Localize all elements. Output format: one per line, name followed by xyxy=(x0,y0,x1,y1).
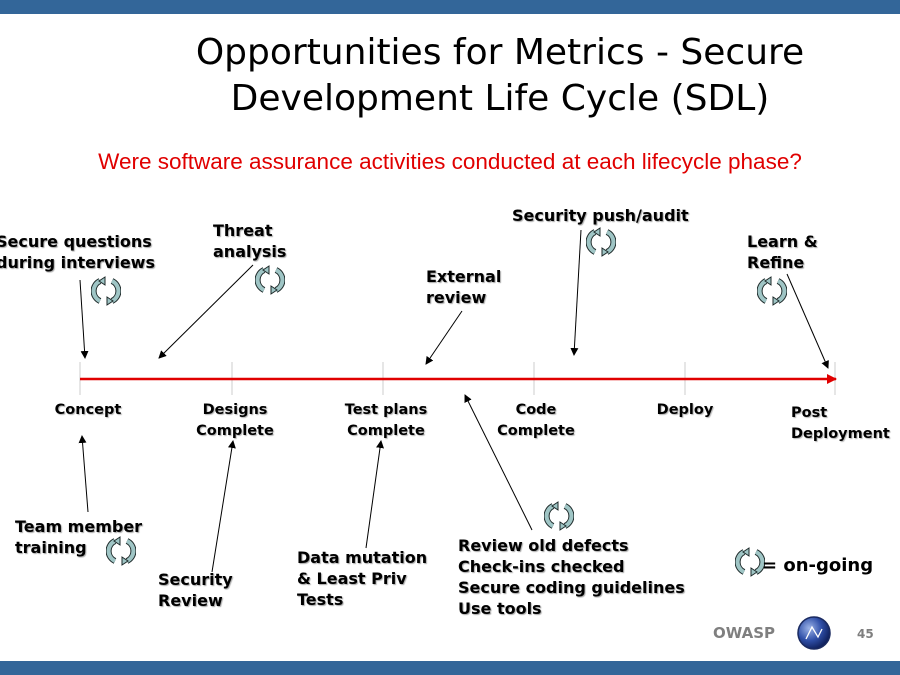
label-line: training xyxy=(15,538,87,557)
phase-line: Complete xyxy=(196,423,274,439)
label-secure-questions: Secure questions during interviews xyxy=(0,231,155,273)
label-line: Threat xyxy=(213,221,273,240)
legend-cycle-icon xyxy=(734,546,766,578)
label-line: Data mutation xyxy=(297,548,428,567)
label-line: Security push/audit xyxy=(512,206,689,225)
slide-title-line1: Opportunities for Metrics - Secure xyxy=(195,32,805,73)
arrow-review-defects xyxy=(464,394,533,531)
phase-deploy: Deploy xyxy=(635,400,735,421)
cycle-icon xyxy=(90,275,122,307)
label-line: & Least Priv xyxy=(297,569,407,588)
label-line: Check-ins checked xyxy=(458,557,625,576)
top-band xyxy=(0,0,900,14)
phase-line: Designs xyxy=(202,402,268,418)
phase-post-deployment: Post Deployment xyxy=(791,403,890,445)
phase-line: Complete xyxy=(497,423,575,439)
legend-text: = on-going xyxy=(762,555,874,576)
cycle-icon xyxy=(543,500,575,532)
label-line: Use tools xyxy=(458,599,542,618)
label-security-review: Security Review xyxy=(158,569,233,611)
arrow-security-review xyxy=(211,440,236,573)
page-number: 45 xyxy=(857,627,874,641)
label-line: review xyxy=(426,288,487,307)
slide-title: Opportunities for Metrics - Secure Devel… xyxy=(150,30,850,122)
label-security-push: Security push/audit xyxy=(512,205,689,226)
phase-line: Concept xyxy=(54,402,122,418)
phase-test-plans-complete: Test plans Complete xyxy=(331,400,441,442)
owasp-brand: OWASP xyxy=(713,624,776,642)
phase-line: Post xyxy=(791,405,828,421)
phase-line: Complete xyxy=(347,423,425,439)
phase-line: Deployment xyxy=(791,426,890,442)
phase-line: Code xyxy=(515,402,557,418)
arrow-threat-analysis xyxy=(158,264,254,359)
arrow-learn-refine xyxy=(786,273,829,369)
slide-title-line2: Development Life Cycle (SDL) xyxy=(230,78,770,119)
phase-concept: Concept xyxy=(38,400,138,421)
label-line: Learn & xyxy=(747,232,818,251)
label-line: Review xyxy=(158,591,223,610)
cycle-icon xyxy=(105,535,137,567)
arrow-team-training xyxy=(78,435,89,513)
owasp-logo-icon xyxy=(797,616,831,650)
arrow-data-mutation xyxy=(365,440,384,549)
label-line: during interviews xyxy=(0,253,155,272)
label-line: Refine xyxy=(747,253,805,272)
phase-line: Test plans xyxy=(344,402,428,418)
label-line: Review old defects xyxy=(458,536,629,555)
cycle-icon xyxy=(756,275,788,307)
cycle-icon xyxy=(254,264,286,296)
label-line: Team member xyxy=(15,517,143,536)
label-line: Tests xyxy=(297,590,344,609)
label-learn-refine: Learn & Refine xyxy=(747,231,818,273)
cycle-icon xyxy=(585,226,617,258)
label-review-defects: Review old defects Check-ins checked Sec… xyxy=(458,535,685,619)
arrow-external-review xyxy=(425,310,463,365)
phase-designs-complete: Designs Complete xyxy=(180,400,290,442)
label-line: Secure questions xyxy=(0,232,152,251)
label-data-mutation: Data mutation & Least Priv Tests xyxy=(297,547,427,610)
phase-code-complete: Code Complete xyxy=(481,400,591,442)
slide-subtitle: Were software assurance activities condu… xyxy=(98,149,802,174)
label-line: Secure coding guidelines xyxy=(458,578,685,597)
label-line: External xyxy=(426,267,502,286)
phase-line: Deploy xyxy=(656,402,714,418)
label-line: analysis xyxy=(213,242,287,261)
arrow-secure-questions xyxy=(79,279,89,359)
bottom-band xyxy=(0,661,900,675)
arrow-security-push xyxy=(570,229,582,356)
label-line: Security xyxy=(158,570,233,589)
label-external-review: External review xyxy=(426,266,501,308)
label-threat-analysis: Threat analysis xyxy=(213,220,286,262)
label-team-training: Team member training xyxy=(15,516,142,558)
